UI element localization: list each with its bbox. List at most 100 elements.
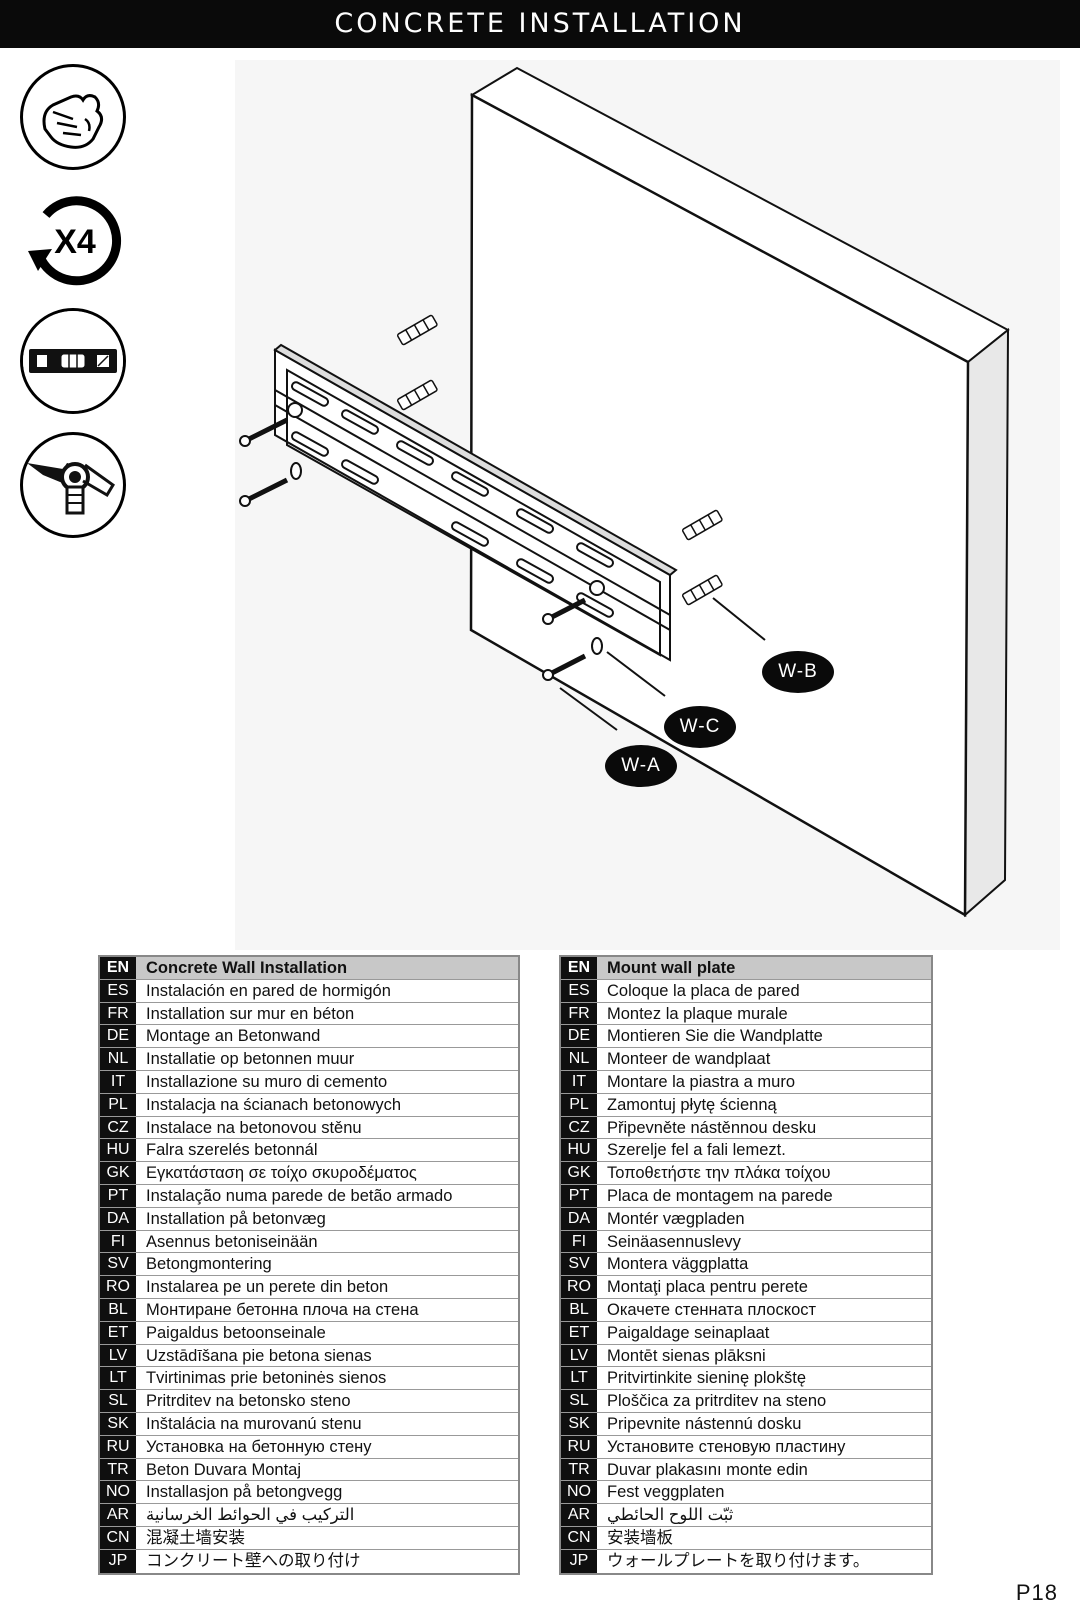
language-code: AR	[100, 1504, 136, 1526]
language-code: GK	[561, 1162, 597, 1184]
language-code: NO	[561, 1481, 597, 1504]
language-code: CN	[561, 1526, 597, 1549]
language-text: 混凝土墙安装	[146, 1528, 245, 1547]
language-text: Placa de montagem na parede	[607, 1186, 833, 1205]
language-code: HU	[561, 1139, 597, 1162]
language-code: NL	[100, 1048, 136, 1070]
language-text: Установка на бетонную стену	[146, 1437, 372, 1456]
language-text: Montare la piastra a muro	[607, 1072, 796, 1091]
language-text: Ploščica za pritrditev na steno	[607, 1392, 827, 1411]
hand-tighten-icon	[20, 64, 126, 170]
language-code: LV	[561, 1344, 597, 1367]
language-text: Montage an Betonwand	[146, 1027, 321, 1046]
language-row-cz: CZ Připevněte nástěnnou desku	[561, 1116, 931, 1140]
language-text: Falra szerelés betonnál	[146, 1141, 318, 1160]
language-code: BL	[100, 1298, 136, 1321]
language-code: AR	[561, 1504, 597, 1526]
language-code: TR	[100, 1458, 136, 1481]
concrete-wall	[469, 66, 1010, 918]
installation-diagram	[235, 60, 1060, 950]
language-text: Установите стеновую пластину	[607, 1437, 846, 1456]
language-row-et: ET Paigaldage seinaplaat	[561, 1321, 931, 1345]
callout-w-c: W-C	[664, 706, 736, 748]
language-code: CZ	[561, 1116, 597, 1139]
language-text: Zamontuj płytę ścienną	[607, 1095, 777, 1114]
language-code: FI	[100, 1230, 136, 1253]
language-code: ES	[561, 979, 597, 1002]
language-text: Instalação numa parede de betão armado	[146, 1186, 453, 1205]
language-text: Installation sur mur en béton	[146, 1004, 355, 1023]
language-code: DA	[100, 1207, 136, 1230]
language-text: Installasjon på betongvegg	[146, 1483, 343, 1502]
language-row-fr: FR Montez la plaque murale	[561, 1002, 931, 1026]
language-text: Inštalácia na murovanú stenu	[146, 1414, 362, 1433]
language-text: Tvirtinimas prie betoninės sienos	[146, 1369, 387, 1388]
language-text: Montera väggplatta	[607, 1255, 749, 1274]
lag-bolts	[239, 417, 603, 681]
language-text: Montieren Sie die Wandplatte	[607, 1027, 823, 1046]
language-text: Paigaldage seinaplaat	[607, 1323, 770, 1342]
language-code: LV	[100, 1344, 136, 1367]
language-code: TR	[561, 1458, 597, 1481]
language-text: Připevněte nástěnnou desku	[607, 1118, 817, 1137]
language-row-gk: GK Τοποθετήστε την πλάκα τοίχου	[561, 1162, 931, 1185]
language-text: Duvar plakasını monte edin	[607, 1460, 808, 1479]
leader-lines	[559, 597, 766, 731]
language-code: FR	[100, 1002, 136, 1025]
language-text: コンクリート壁への取り付け	[146, 1551, 361, 1570]
language-code: BL	[561, 1298, 597, 1321]
language-code: RO	[561, 1276, 597, 1298]
language-text: Pritvirtinkite sieninę plokštę	[607, 1369, 806, 1388]
language-code: SL	[100, 1390, 136, 1412]
language-text: Τοποθετήστε την πλάκα τοίχου	[607, 1164, 831, 1183]
language-code: RU	[100, 1435, 136, 1458]
language-text: 安装墙板	[607, 1528, 673, 1547]
language-code: FR	[561, 1002, 597, 1025]
language-row-it: IT Installazione su muro di cemento	[100, 1070, 518, 1094]
language-code: ET	[561, 1321, 597, 1344]
language-text: Installazione su muro di cemento	[146, 1072, 388, 1091]
language-text: Εγκατάσταση σε τοίχο σκυροδέματος	[146, 1164, 417, 1183]
language-row-tr: TR Duvar plakasını monte edin	[561, 1458, 931, 1482]
language-code: PL	[100, 1093, 136, 1116]
language-text: Montez la plaque murale	[607, 1004, 788, 1023]
language-text: Montaţi placa pentru perete	[607, 1278, 808, 1297]
language-text: ウォールプレートを取り付けます。	[607, 1551, 870, 1570]
repeat-count: X4	[54, 223, 96, 261]
language-code: IT	[100, 1070, 136, 1093]
language-text: Instalación en pared de hormigón	[146, 981, 391, 1000]
language-text: Mount wall plate	[607, 959, 736, 977]
language-text: Monteer de wandplaat	[607, 1050, 771, 1069]
language-text: Pripevnite nástennú dosku	[607, 1414, 802, 1433]
language-code: LT	[100, 1367, 136, 1390]
language-text: Instalarea pe un perete din beton	[146, 1278, 389, 1297]
language-row-lt: LT Tvirtinimas prie betoninės sienos	[100, 1367, 518, 1391]
